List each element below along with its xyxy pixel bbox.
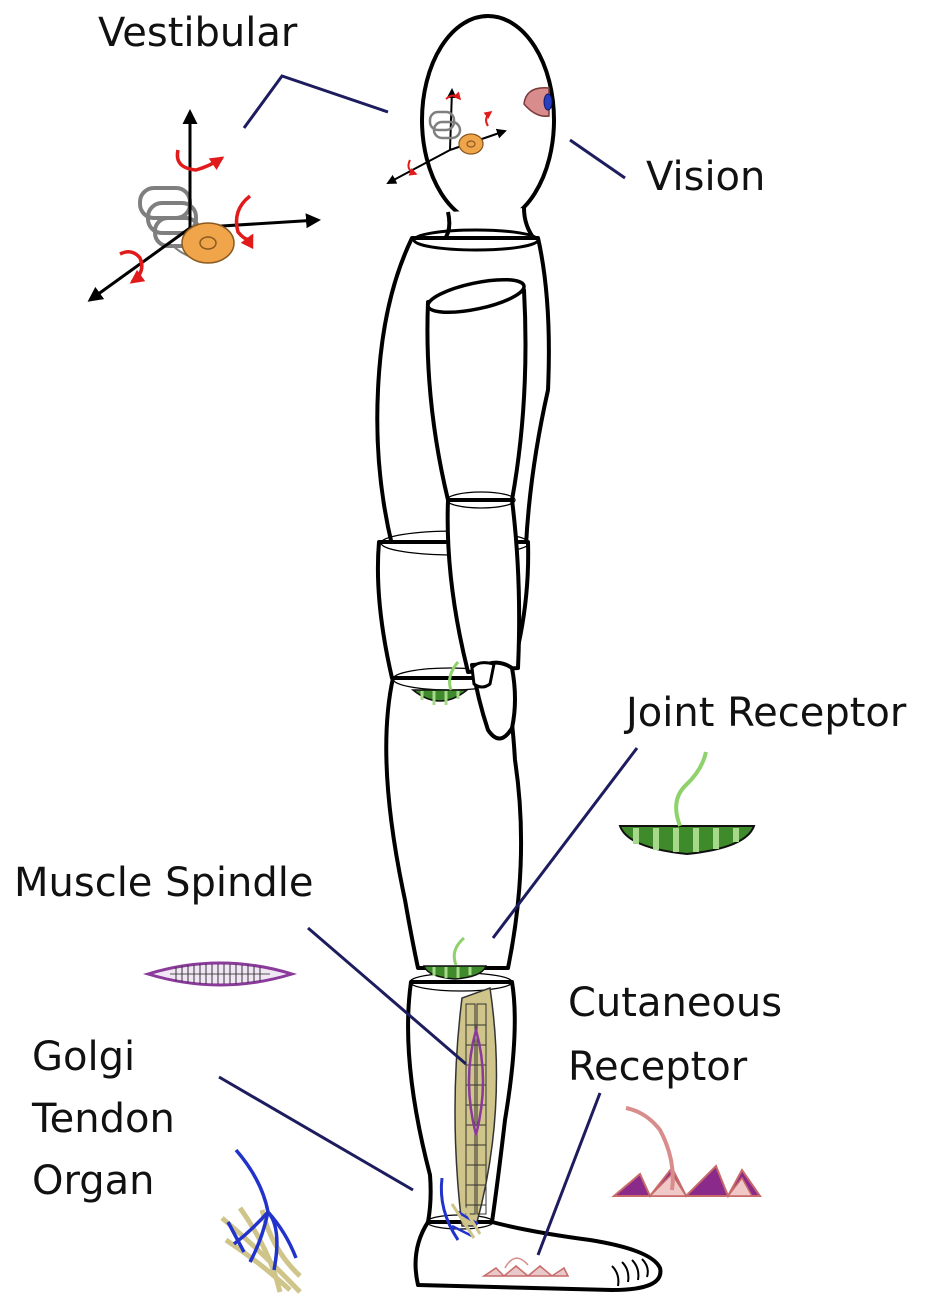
- joint-receptor-icon: [620, 752, 754, 854]
- vestibular-leader: [244, 76, 388, 128]
- vision-leader: [570, 140, 625, 178]
- vestibular-organ-icon: [90, 112, 318, 300]
- label-cutaneous-line2: Receptor: [568, 1044, 748, 1090]
- golgi-tendon-organ-icon: [222, 1150, 300, 1292]
- cutaneous-receptor-icon: [614, 1108, 760, 1196]
- upper-arm: [427, 290, 525, 500]
- label-vestibular: Vestibular: [98, 10, 298, 56]
- golgi-tendon-leader: [219, 1077, 413, 1190]
- label-golgi-line1: Golgi: [32, 1034, 135, 1080]
- label-cutaneous-line1: Cutaneous: [568, 980, 782, 1026]
- muscle-spindle-icon: [148, 963, 292, 985]
- head: [422, 16, 554, 224]
- label-golgi-line3: Organ: [32, 1158, 154, 1204]
- label-joint-receptor: Joint Receptor: [623, 690, 907, 736]
- human-figure: [377, 16, 660, 1290]
- neck: [444, 208, 535, 240]
- label-muscle-spindle: Muscle Spindle: [14, 860, 314, 906]
- cutaneous-leader: [538, 1093, 600, 1255]
- label-vision: Vision: [646, 154, 765, 200]
- label-golgi-line2: Tendon: [31, 1096, 175, 1142]
